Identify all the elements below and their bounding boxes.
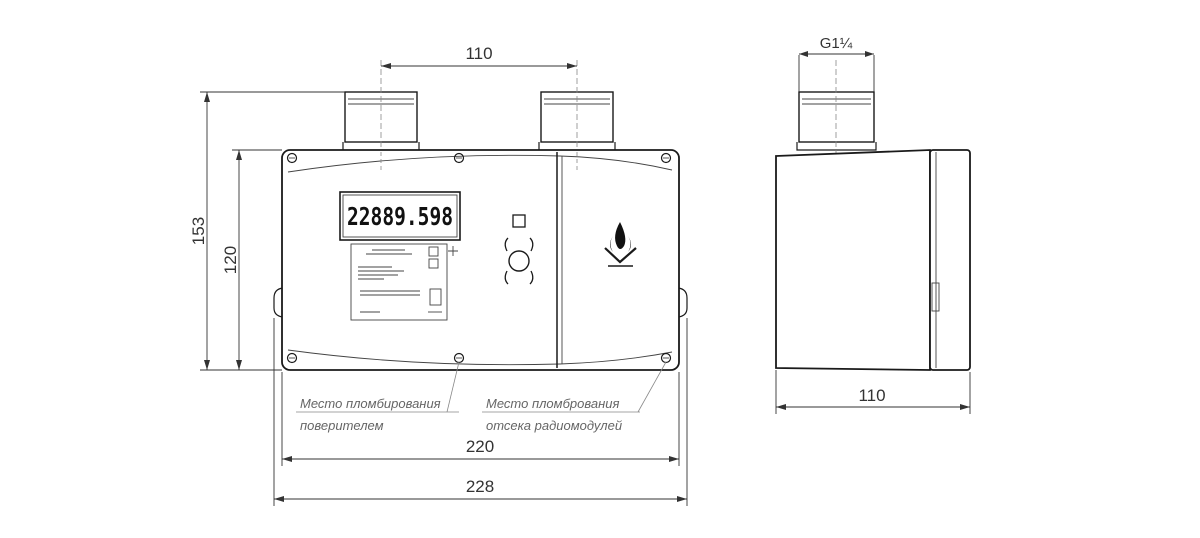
control-button-group	[504, 214, 534, 285]
dim-inlet-spacing-label: 110	[465, 44, 492, 63]
dim-thread: G1¼	[798, 35, 875, 92]
dim-overall-width-label: 228	[466, 477, 494, 496]
flame-logo-icon	[604, 222, 637, 267]
dim-overall-width: 228	[273, 318, 688, 506]
screw-bottom-left	[286, 352, 298, 364]
left-side-lug	[273, 287, 284, 318]
radio-seal-note: Место пломбрования отсека радиомодулей	[482, 361, 667, 433]
left-inlet-pipe	[342, 60, 420, 153]
side-housing	[775, 149, 971, 371]
verifier-seal-line1: Место пломбирования	[300, 396, 441, 411]
front-view: 22889.598	[273, 60, 688, 371]
side-view	[775, 60, 971, 371]
radio-seal-line2: отсека радиомодулей	[486, 418, 622, 433]
dim-body-width: 220	[281, 372, 680, 466]
verifier-seal-line2: поверителем	[300, 418, 384, 433]
sparkle-icon	[448, 246, 458, 256]
dim-total-height: 153	[189, 91, 345, 371]
push-button	[508, 250, 530, 272]
dim-inlet-spacing: 110	[381, 44, 577, 69]
lcd-display: 22889.598	[339, 191, 461, 241]
dim-body-height-label: 120	[221, 246, 240, 274]
right-inlet-pipe	[538, 60, 616, 153]
seal-notes: Место пломбирования поверителем Место пл…	[296, 361, 667, 433]
screw-top-left	[286, 152, 298, 164]
dim-total-height-label: 153	[189, 217, 208, 245]
dim-body-height: 120	[221, 149, 282, 370]
dim-thread-label: G1¼	[820, 35, 853, 52]
dim-side-depth-label: 110	[858, 386, 885, 405]
side-inlet-pipe	[796, 60, 877, 160]
right-side-lug	[677, 287, 688, 318]
screw-top-right	[660, 152, 672, 164]
verifier-seal-note: Место пломбирования поверителем	[296, 361, 460, 433]
radio-seal-line1: Место пломбрования	[486, 396, 619, 411]
screw-top-middle	[453, 152, 465, 164]
dim-side-depth: 110	[775, 370, 971, 414]
lcd-reading: 22889.598	[347, 202, 453, 231]
indicator-square-icon	[512, 214, 526, 228]
dim-body-width-label: 220	[466, 437, 494, 456]
dimension-lines: 110 G1¼ 153 120	[189, 35, 971, 506]
nameplate-label	[350, 243, 458, 321]
